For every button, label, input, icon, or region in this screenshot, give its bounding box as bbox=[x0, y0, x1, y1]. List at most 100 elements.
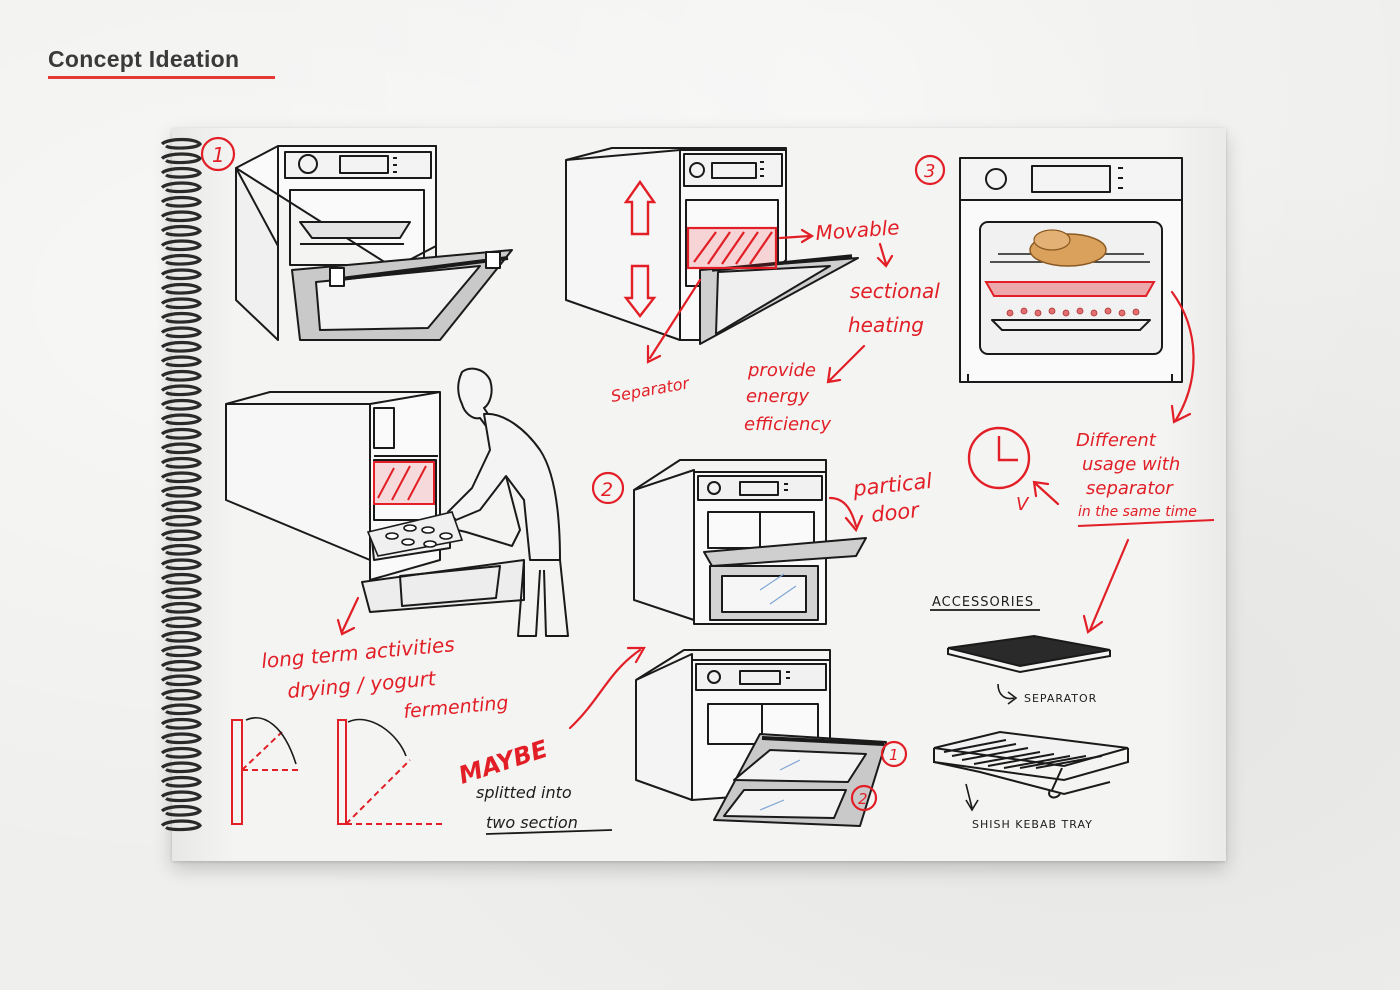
spiral-ring bbox=[160, 224, 202, 237]
spiral-ring bbox=[160, 485, 202, 498]
spiral-ring bbox=[160, 166, 202, 179]
annotation-underlines bbox=[485, 519, 1215, 835]
spiral-ring bbox=[160, 282, 202, 295]
note-provide: provide bbox=[747, 360, 816, 381]
chicken-food bbox=[1029, 229, 1107, 267]
spiral-ring bbox=[160, 746, 202, 759]
door-hinge-diagrams bbox=[231, 719, 446, 825]
up-down-arrows bbox=[623, 179, 657, 318]
spiral-ring bbox=[160, 529, 202, 542]
concept-number-3: 3 bbox=[924, 161, 935, 182]
spiral-ring bbox=[160, 152, 202, 165]
spiral-ring bbox=[160, 181, 202, 194]
door-part-1-label: 1 bbox=[889, 746, 899, 764]
small-arrows-black bbox=[965, 683, 1018, 812]
spiral-ring bbox=[160, 268, 202, 281]
note-two-section: two section bbox=[486, 813, 578, 832]
spiral-binding bbox=[160, 137, 202, 832]
concept-number-2: 2 bbox=[601, 479, 613, 501]
spiral-ring bbox=[160, 340, 202, 353]
note-usage: usage with bbox=[1082, 454, 1180, 475]
note-door: door bbox=[870, 498, 921, 527]
spiral-ring bbox=[160, 369, 202, 382]
spiral-ring bbox=[160, 500, 202, 513]
spiral-ring bbox=[160, 819, 202, 832]
spiral-ring bbox=[160, 761, 202, 774]
spiral-ring bbox=[160, 311, 202, 324]
note-fermenting: fermenting bbox=[403, 692, 510, 723]
spiral-ring bbox=[160, 384, 202, 397]
spiral-ring bbox=[160, 413, 202, 426]
checkmark: V bbox=[1016, 494, 1030, 515]
spiral-ring bbox=[160, 297, 202, 310]
spiral-ring bbox=[160, 790, 202, 803]
hinge-rotation-arrows bbox=[245, 717, 407, 765]
spiral-ring bbox=[160, 775, 202, 788]
spiral-ring bbox=[160, 659, 202, 672]
note-separator: Separator bbox=[609, 373, 691, 406]
spiral-ring bbox=[160, 253, 202, 266]
cookies-tray bbox=[1006, 307, 1140, 317]
spiral-ring bbox=[160, 398, 202, 411]
spiral-ring bbox=[160, 456, 202, 469]
spiral-ring bbox=[160, 558, 202, 571]
note-heating: heating bbox=[848, 313, 924, 337]
note-sectional: sectional bbox=[850, 279, 940, 303]
spiral-ring bbox=[160, 543, 202, 556]
spiral-ring bbox=[160, 442, 202, 455]
note-efficiency: efficiency bbox=[744, 414, 831, 435]
clock-icon bbox=[967, 426, 1031, 490]
spiral-ring bbox=[160, 210, 202, 223]
spiral-ring bbox=[160, 195, 202, 208]
note-maybe: MAYBE bbox=[455, 735, 552, 790]
separator-tray-highlight bbox=[984, 281, 1156, 297]
oven-sketch-1 bbox=[235, 145, 513, 341]
separator-highlight bbox=[686, 226, 778, 270]
spiral-ring bbox=[160, 804, 202, 817]
oven-sketch-two-section-door bbox=[635, 649, 887, 827]
oven-sketch-partial-door bbox=[633, 459, 867, 625]
title-underline bbox=[48, 76, 275, 79]
spiral-ring bbox=[160, 616, 202, 629]
concept-number-1: 1 bbox=[212, 143, 225, 167]
note-separator-usage: separator bbox=[1086, 478, 1174, 499]
door-part-2-label: 2 bbox=[858, 790, 868, 808]
note-movable: Movable bbox=[815, 215, 901, 245]
spiral-ring bbox=[160, 427, 202, 440]
spiral-ring bbox=[160, 587, 202, 600]
accessory-separator-label: SEPARATOR bbox=[1024, 692, 1097, 705]
note-splitted: splitted into bbox=[476, 783, 572, 802]
spiral-ring bbox=[160, 137, 202, 150]
spiral-ring bbox=[160, 630, 202, 643]
spiral-ring bbox=[160, 572, 202, 585]
accessory-shish-label: SHISH KEBAB TRAY bbox=[972, 818, 1093, 831]
spiral-ring bbox=[160, 717, 202, 730]
accessory-separator-sketch bbox=[947, 634, 1111, 674]
spiral-ring bbox=[160, 703, 202, 716]
annotation-arrows bbox=[336, 228, 1195, 730]
note-drying: drying / yogurt bbox=[286, 666, 437, 703]
baking-tray-food bbox=[366, 511, 464, 557]
heating-zone-highlight bbox=[373, 461, 435, 505]
spiral-ring bbox=[160, 645, 202, 658]
note-different: Different bbox=[1076, 430, 1157, 451]
spiral-ring bbox=[160, 355, 202, 368]
number-circles bbox=[200, 136, 946, 812]
accessory-shish-kebab-sketch bbox=[933, 730, 1129, 799]
spiral-ring bbox=[160, 326, 202, 339]
oven-sketch-movable bbox=[565, 147, 859, 345]
spiral-ring bbox=[160, 471, 202, 484]
spiral-ring bbox=[160, 688, 202, 701]
spiral-ring bbox=[160, 732, 202, 745]
note-same-time: in the same time bbox=[1078, 504, 1197, 520]
oven-sketch-3 bbox=[959, 157, 1183, 383]
page-title: Concept Ideation bbox=[48, 46, 240, 72]
note-energy: energy bbox=[746, 386, 809, 407]
note-partial: partical bbox=[851, 469, 933, 501]
spiral-ring bbox=[160, 514, 202, 527]
spiral-ring bbox=[160, 239, 202, 252]
spiral-ring bbox=[160, 674, 202, 687]
accessories-heading: ACCESSORIES bbox=[932, 595, 1034, 610]
spiral-ring bbox=[160, 601, 202, 614]
